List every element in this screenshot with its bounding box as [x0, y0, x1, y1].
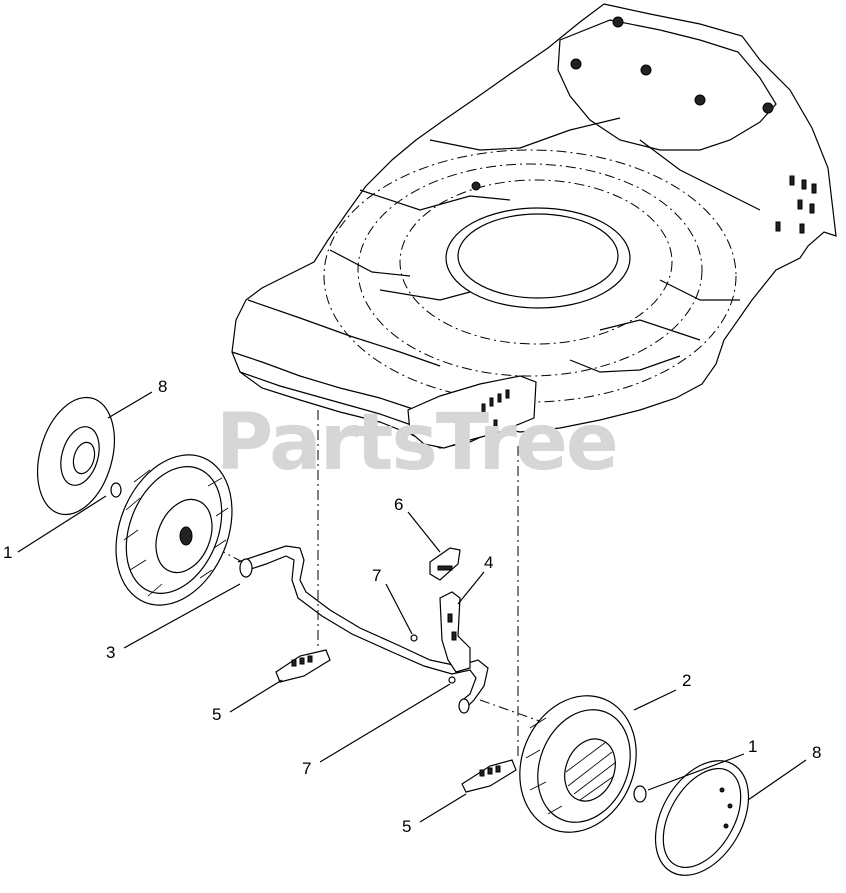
- callout-4-bracket: 4: [484, 553, 494, 572]
- deck-vent-slots: [775, 175, 817, 234]
- callout-7-pin-lower: 7: [302, 759, 312, 778]
- right-wheel: [519, 695, 637, 833]
- mower-deck: [231, 3, 837, 449]
- callout-leaders: [17, 391, 807, 823]
- callout-2-right-wheel: 2: [682, 671, 692, 690]
- right-hubcap: [654, 760, 750, 876]
- front-height-adjust-bracket: [407, 375, 537, 449]
- left-bearing: [110, 482, 122, 498]
- callout-7-pin-upper: 7: [372, 566, 382, 585]
- callout-6-clip: 6: [394, 495, 404, 514]
- pin-upper: [410, 634, 418, 642]
- callout-8-right-hubcap: 8: [812, 743, 822, 762]
- axle-bracket: [439, 591, 471, 673]
- height-adjust-clip: [429, 547, 461, 581]
- callout-1-right-bearing: 1: [748, 737, 758, 756]
- right-bearing: [633, 785, 647, 803]
- cover-plate-right: [461, 759, 517, 793]
- callout-5-cover-left: 5: [212, 705, 222, 724]
- callout-8-left-hubcap: 8: [158, 377, 168, 396]
- cover-plate-left: [275, 649, 331, 683]
- left-hubcap: [37, 396, 115, 516]
- callout-5-cover-right: 5: [402, 817, 412, 836]
- rear-axle: [237, 545, 489, 714]
- callout-1-left-bearing: 1: [3, 543, 13, 562]
- left-wheel: [115, 454, 233, 606]
- callout-3-rear-axle: 3: [106, 643, 116, 662]
- pin-lower: [448, 676, 456, 684]
- assembly-guide-lines: [215, 410, 549, 760]
